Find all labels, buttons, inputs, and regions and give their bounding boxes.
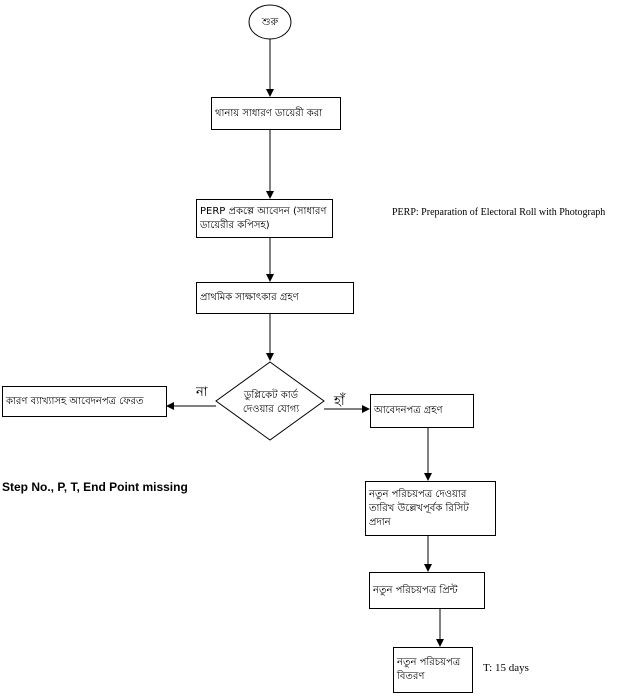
step-distribute-id: নতুন পরিচয়পত্র বিতরণ [393,647,473,693]
time-note: T: 15 days [483,662,529,674]
step-perp-application-label: PERP প্রকল্পে আবেদন (সাধারণ ডায়েরীর কপি… [200,205,327,231]
step-accept-application: আবেদনপত্র গ্রহণ [370,394,474,428]
step-primary-interview: প্রাথমিক সাক্ষাৎকার গ্রহণ [196,282,354,314]
perp-definition-note: PERP: Preparation of Electoral Roll with… [392,207,606,218]
step-distribute-id-label: নতুন পরিচয়পত্র বিতরণ [397,657,461,682]
decision-diamond [215,361,325,441]
step-general-diary: থানায় সাধারণ ডায়েরী করা [211,97,341,130]
start-label: শুরু [261,17,279,28]
step-return-application-label: কারণ ব্যাখ্যাসহ আবেদনপত্র ফেরত [6,395,144,407]
step-return-application: কারণ ব্যাখ্যাসহ আবেদনপত্র ফেরত [2,386,167,417]
step-issue-receipt-label: নতুন পরিচয়পত্র দেওয়ার তারিখ উল্লেখপূর্… [369,488,469,528]
yes-branch-label: হাঁ [334,394,345,409]
step-issue-receipt: নতুন পরিচয়পত্র দেওয়ার তারিখ উল্লেখপূর্… [365,481,496,536]
step-print-id: নতুন পরিচয়পত্র প্রিন্ট [369,572,485,609]
step-print-id-label: নতুন পরিচয়পত্র প্রিন্ট [373,584,458,596]
step-primary-interview-label: প্রাথমিক সাক্ষাৎকার গ্রহণ [200,292,299,303]
no-branch-label: না [196,385,208,400]
step-accept-application-label: আবেদনপত্র গ্রহণ [374,405,443,416]
decision-label: ডুপ্লিকেট কার্ড দেওয়ার যোগ্য [242,390,300,415]
missing-note: Step No., P, T, End Point missing [2,480,188,494]
step-general-diary-label: থানায় সাধারণ ডায়েরী করা [215,107,323,119]
step-perp-application: PERP প্রকল্পে আবেদন (সাধারণ ডায়েরীর কপি… [196,199,333,238]
